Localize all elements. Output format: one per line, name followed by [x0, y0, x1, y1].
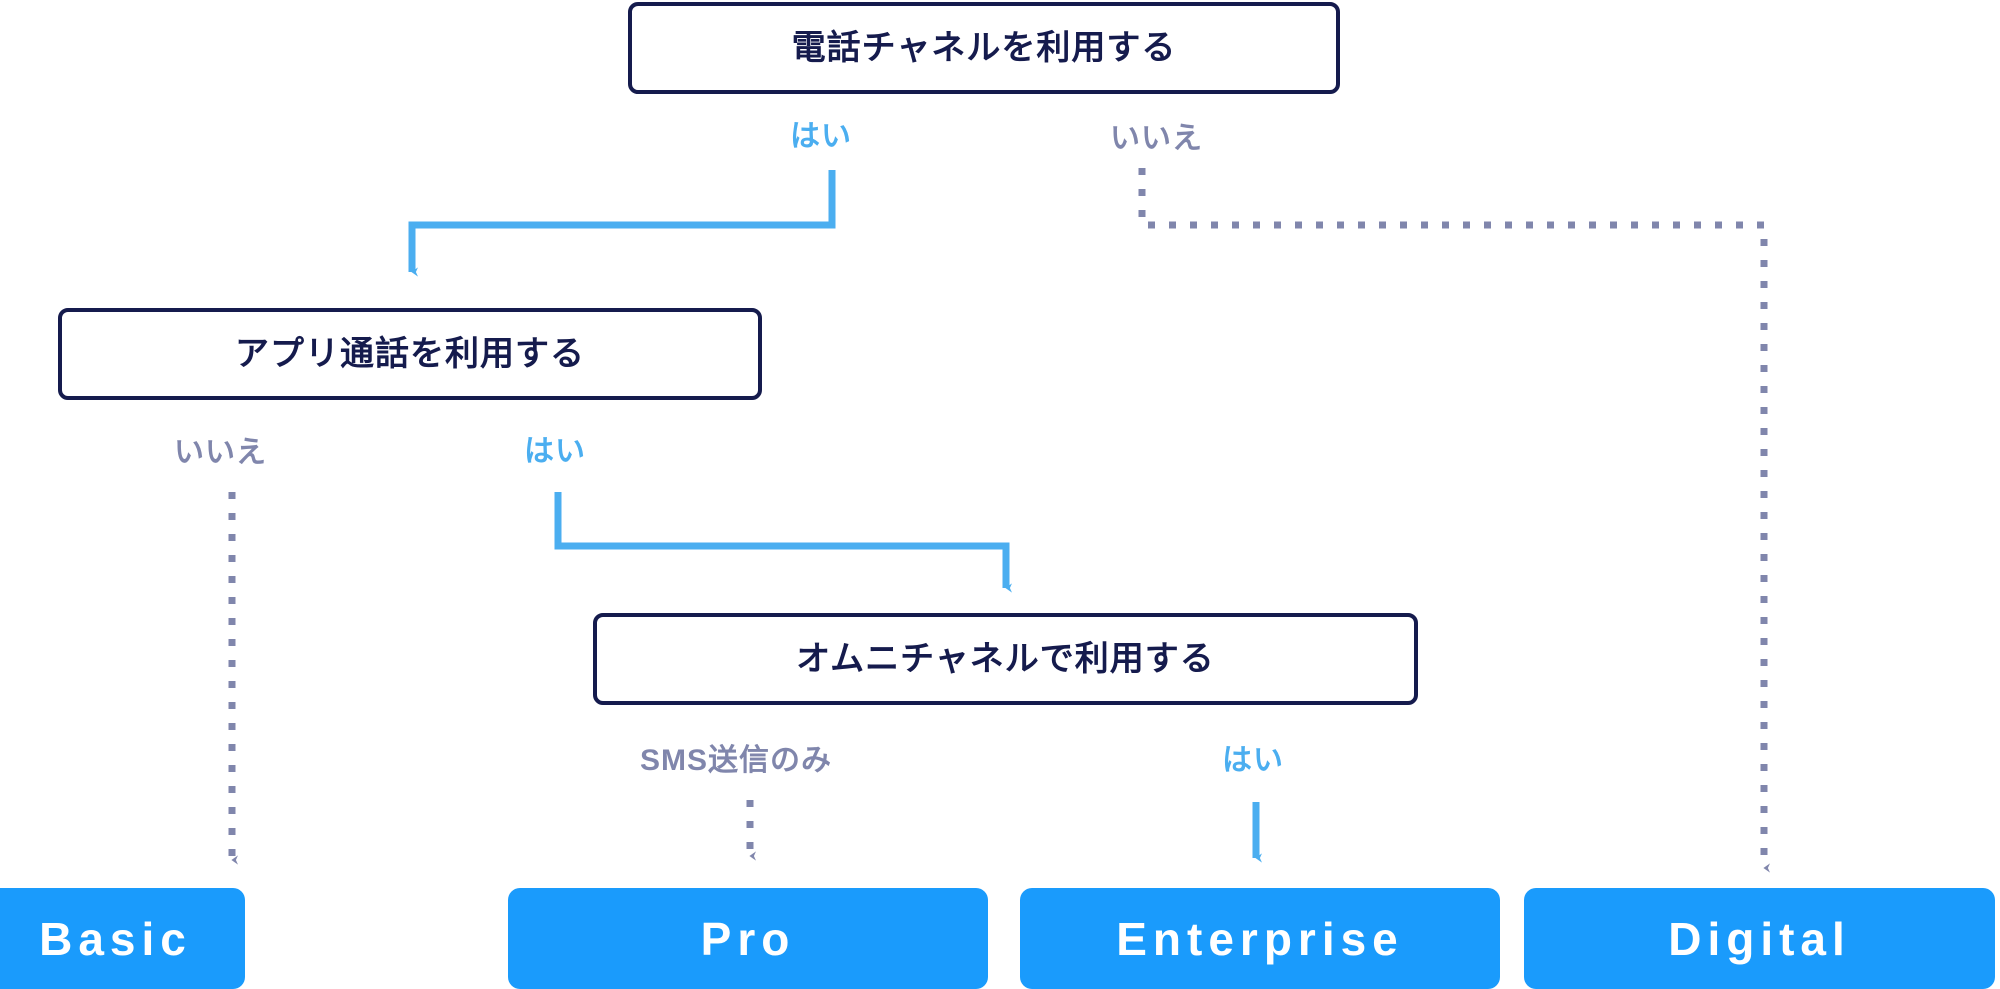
decision-box-omnichannel-label: オムニチャネルで利用する — [796, 640, 1215, 678]
decision-box-app-call[interactable]: アプリ通話を利用する — [58, 308, 762, 400]
plan-button-digital-label: Digital — [1668, 912, 1851, 965]
plan-button-basic[interactable]: Basic — [0, 888, 245, 989]
plan-button-enterprise-label: Enterprise — [1116, 912, 1404, 965]
edge-label-d2-no: いいえ — [174, 436, 267, 469]
edge-label-d1-yes: はい — [790, 120, 852, 153]
plan-button-digital[interactable]: Digital — [1524, 888, 1995, 989]
edge-label-d3-sms: SMS送信のみ — [640, 744, 833, 777]
decision-box-phone-channel[interactable]: 電話チャネルを利用する — [628, 2, 1340, 94]
edge-d2-yes-to-d3 — [558, 492, 1012, 593]
edge-label-d1-no: いいえ — [1110, 122, 1203, 155]
decision-box-omnichannel[interactable]: オムニチャネルで利用する — [593, 613, 1418, 705]
edge-label-d3-yes: はい — [1222, 744, 1284, 777]
plan-button-enterprise[interactable]: Enterprise — [1020, 888, 1500, 989]
edge-label-d2-yes: はい — [524, 435, 586, 468]
plan-button-pro[interactable]: Pro — [508, 888, 988, 989]
plan-button-pro-label: Pro — [700, 912, 796, 965]
decision-box-app-call-label: アプリ通話を利用する — [235, 335, 585, 373]
edge-d1-yes-to-d2 — [412, 170, 832, 277]
decision-box-phone-channel-label: 電話チャネルを利用する — [791, 29, 1177, 67]
plan-button-basic-label: Basic — [39, 912, 192, 965]
